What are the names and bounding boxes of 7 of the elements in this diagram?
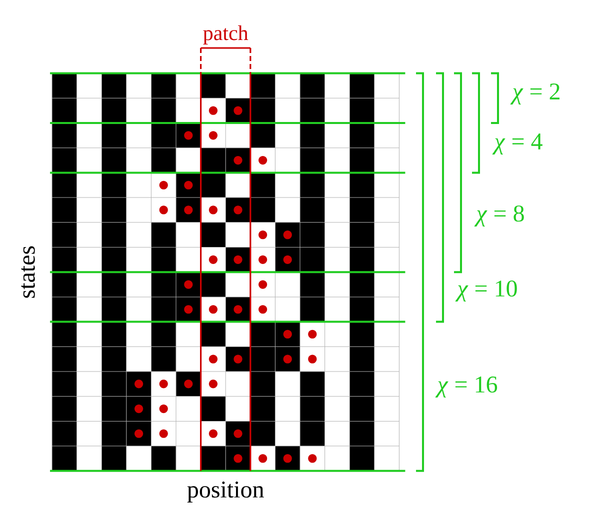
axis-label: states	[21, 246, 35, 298]
bond-dimension-label: χ = 4	[492, 134, 542, 154]
bond-dimension-label: χ = 16	[435, 376, 498, 398]
bond-dimension-label: χ = 10	[455, 280, 517, 302]
bond-dimension-label: χ = 8	[474, 205, 524, 227]
patch-box: patch	[200, 25, 252, 472]
bond-dimension-label: χ = 2	[510, 84, 560, 104]
